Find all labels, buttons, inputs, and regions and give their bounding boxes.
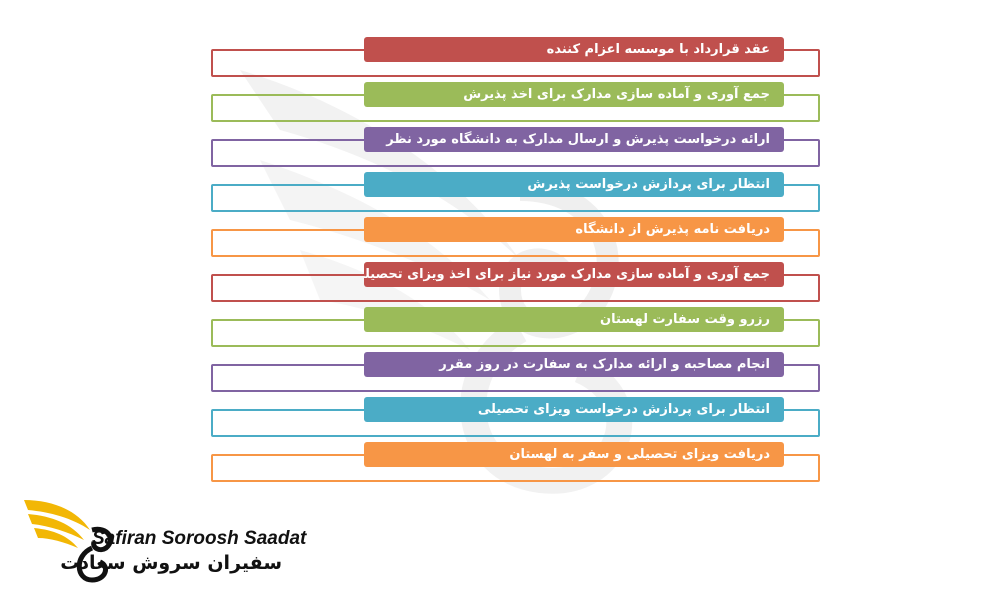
brand-name-persian: سفیران سروش سعادت	[60, 552, 282, 574]
step-6: جمع آوری و آماده سازی مدارک مورد نیاز بر…	[0, 262, 1000, 308]
step-label-bar: عقد قرارداد با موسسه اعزام کننده	[364, 37, 784, 62]
step-label-bar: جمع آوری و آماده سازی مدارک برای اخذ پذی…	[364, 82, 784, 107]
step-label-bar: رزرو وقت سفارت لهستان	[364, 307, 784, 332]
step-label-bar: انتظار برای پردازش درخواست ویزای تحصیلی	[364, 397, 784, 422]
step-7: رزرو وقت سفارت لهستان	[0, 307, 1000, 353]
step-label-bar: انجام مصاحبه و ارائه مدارک به سفارت در ر…	[364, 352, 784, 377]
brand-name-english: Safiran Soroosh Saadat	[92, 528, 307, 549]
step-2: جمع آوری و آماده سازی مدارک برای اخذ پذی…	[0, 82, 1000, 128]
step-label-bar: دریافت نامه پذیرش از دانشگاه	[364, 217, 784, 242]
step-label-bar: انتظار برای پردازش درخواست پذیرش	[364, 172, 784, 197]
step-label-bar: ارائه درخواست پذیرش و ارسال مدارک به دان…	[364, 127, 784, 152]
step-label-bar: دریافت ویزای تحصیلی و سفر به لهستان	[364, 442, 784, 467]
step-label-bar: جمع آوری و آماده سازی مدارک مورد نیاز بر…	[364, 262, 784, 287]
step-8: انجام مصاحبه و ارائه مدارک به سفارت در ر…	[0, 352, 1000, 398]
step-1: عقد قرارداد با موسسه اعزام کننده	[0, 37, 1000, 83]
step-9: انتظار برای پردازش درخواست ویزای تحصیلی	[0, 397, 1000, 443]
winged-bird-logo-icon	[24, 500, 113, 583]
step-4: انتظار برای پردازش درخواست پذیرش	[0, 172, 1000, 218]
step-10: دریافت ویزای تحصیلی و سفر به لهستان	[0, 442, 1000, 488]
step-5: دریافت نامه پذیرش از دانشگاه	[0, 217, 1000, 263]
step-3: ارائه درخواست پذیرش و ارسال مدارک به دان…	[0, 127, 1000, 173]
